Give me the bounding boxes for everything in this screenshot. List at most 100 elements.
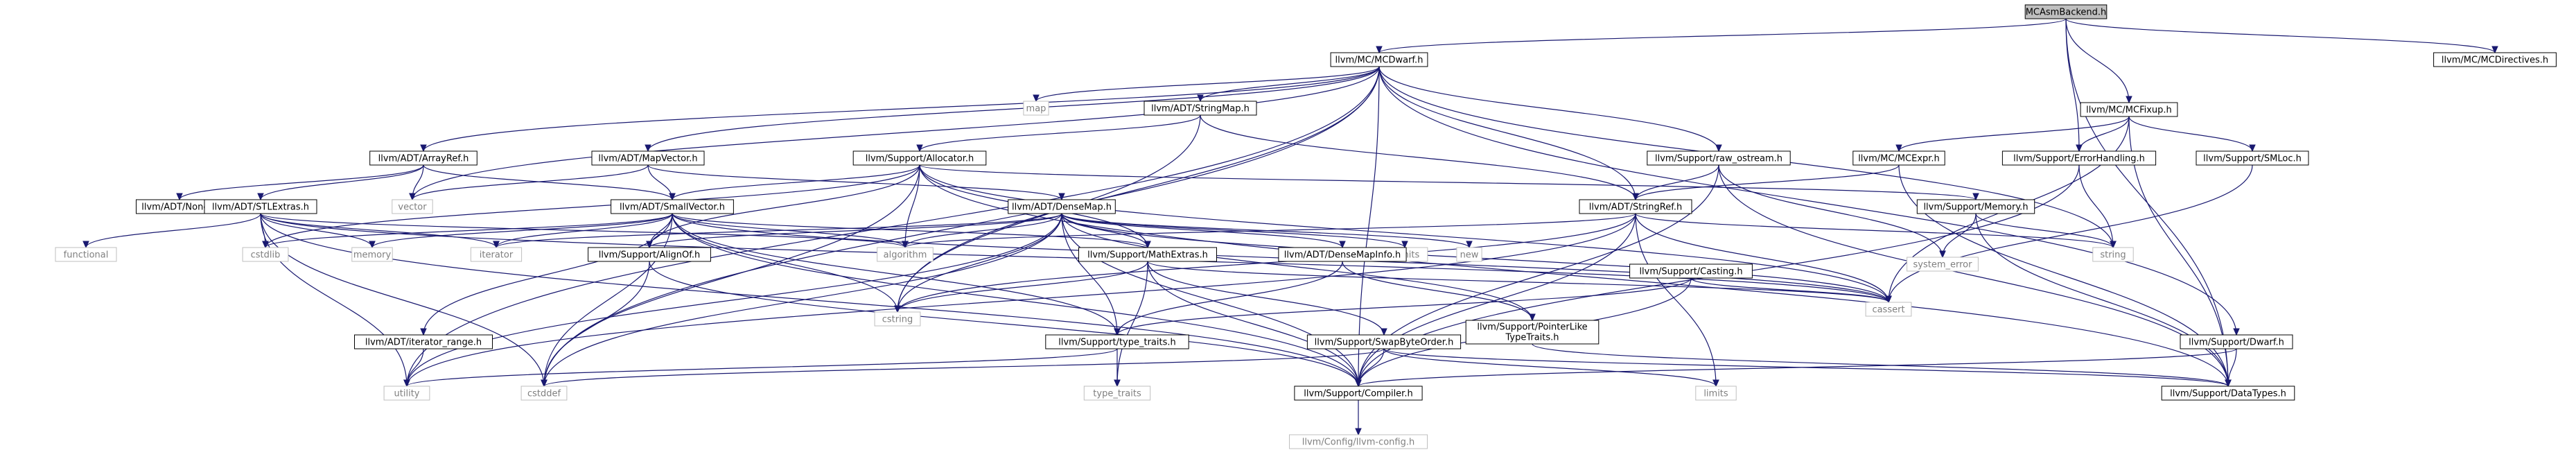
graph-node-stlextras[interactable]: llvm/ADT/STLExtras.h [204, 199, 317, 214]
edge-mapvector-to-vector [412, 164, 649, 200]
edge-densemap-to-cstddef [543, 213, 1062, 387]
graph-node-smallvector[interactable]: llvm/ADT/SmallVector.h [611, 199, 734, 214]
node-label: llvm/Support/Allocator.h [866, 154, 974, 164]
graph-node-mcfixup[interactable]: llvm/MC/MCFixup.h [2080, 102, 2178, 117]
edge-mcdwarf-to-supportdwarf [1378, 66, 2237, 336]
graph-node-swapbyteorder[interactable]: llvm/Support/SwapByteOrder.h [1306, 334, 1462, 349]
edge-arrowhead [1972, 193, 1979, 201]
graph-node-mathextras[interactable]: llvm/Support/MathExtras.h [1078, 247, 1217, 262]
node-box [2001, 150, 2157, 166]
node-box [1008, 199, 1116, 214]
edge-arrowhead [2110, 241, 2117, 249]
graph-node-memory_std: memory [351, 247, 393, 262]
edge-arrowhead [902, 241, 909, 249]
node-box [1306, 334, 1462, 349]
node-box [611, 199, 734, 214]
edge-mcasmbackend-to-mcfixup [2065, 18, 2130, 103]
node-box [2092, 247, 2134, 262]
graph-node-datatypes[interactable]: llvm/Support/DataTypes.h [2161, 386, 2295, 401]
node-box [2024, 4, 2108, 19]
edge-densemap-to-densemapinfo [1061, 213, 1343, 248]
graph-node-compiler[interactable]: llvm/Support/Compiler.h [1294, 386, 1423, 401]
node-box [2196, 150, 2309, 166]
graph-node-mcasmbackend[interactable]: MCAsmBackend.h [2024, 4, 2108, 19]
graph-node-memory[interactable]: llvm/Support/Memory.h [1916, 199, 2035, 214]
node-label: llvm/Support/ErrorHandling.h [2013, 154, 2145, 164]
edge-allocator-to-cstddef [543, 164, 920, 387]
graph-node-mcdwarf[interactable]: llvm/MC/MCDwarf.h [1330, 52, 1428, 67]
graph-node-casting[interactable]: llvm/Support/Casting.h [1629, 263, 1753, 279]
node-box [55, 247, 117, 262]
edge-stlextras-to-utility [260, 213, 408, 387]
node-label: cassert [1872, 305, 1904, 315]
edge-arrowhead [541, 379, 547, 388]
edge-allocator-to-memory [919, 164, 1977, 200]
edge-stringref-to-limits [1635, 213, 1717, 387]
edge-mcfixup-to-smloc [2128, 116, 2253, 152]
graph-node-alignof[interactable]: llvm/Support/AlignOf.h [588, 247, 711, 262]
graph-node-stringmap[interactable]: llvm/ADT/StringMap.h [1144, 101, 1257, 116]
node-box [1916, 199, 2035, 214]
graph-node-llvmconfig: llvm/Config/llvm-config.h [1289, 434, 1428, 449]
edge-arrowhead [1632, 193, 1639, 201]
graph-node-mapvector[interactable]: llvm/ADT/MapVector.h [591, 150, 705, 166]
graph-node-mcexpr[interactable]: llvm/MC/MCExpr.h [1852, 150, 1945, 166]
node-box [1023, 101, 1049, 116]
edge-arrowhead [403, 379, 410, 388]
node-box [392, 199, 433, 214]
graph-node-smloc[interactable]: llvm/Support/SMLoc.h [2196, 150, 2309, 166]
graph-node-allocator[interactable]: llvm/Support/Allocator.h [852, 150, 987, 166]
node-label: limits [1703, 389, 1728, 399]
edge-arrowhead [1529, 313, 1536, 322]
node-box [470, 247, 523, 262]
edge-stlextras-to-cstddef [260, 213, 545, 387]
node-box [520, 386, 568, 401]
graph-node-arrayref[interactable]: llvm/ADT/ArrayRef.h [369, 150, 477, 166]
node-label: vector [398, 202, 427, 213]
node-label: llvm/Support/type_traits.h [1058, 338, 1176, 348]
edge-arrowhead [176, 193, 183, 201]
node-box [383, 386, 430, 401]
graph-node-errorhandling[interactable]: llvm/Support/ErrorHandling.h [2001, 150, 2157, 166]
edge-densemap-to-pointerlike [1061, 213, 1533, 321]
node-label: llvm/ADT/STLExtras.h [212, 202, 309, 213]
node-label: llvm/Support/Compiler.h [1304, 389, 1412, 399]
graph-node-mcdirectives[interactable]: llvm/MC/MCDirectives.h [2433, 52, 2557, 67]
node-box [204, 199, 317, 214]
graph-node-none[interactable]: llvm/ADT/None.h [136, 199, 223, 214]
node-label: llvm/MC/MCDwarf.h [1335, 55, 1423, 66]
graph-node-densemap[interactable]: llvm/ADT/DenseMap.h [1008, 199, 1116, 214]
node-box [874, 311, 921, 327]
edge-arrowhead [1114, 379, 1121, 388]
graph-node-iterator_range[interactable]: llvm/ADT/iterator_range.h [354, 334, 493, 349]
edge-mcdwarf-to-stringref [1378, 66, 1636, 200]
graph-node-typetraits[interactable]: llvm/Support/type_traits.h [1045, 334, 1189, 349]
node-box [1579, 199, 1692, 214]
graph-node-stringref[interactable]: llvm/ADT/StringRef.h [1579, 199, 1692, 214]
node-label: llvm/Config/llvm-config.h [1302, 438, 1414, 448]
edge-arrayref-to-smallvector [423, 164, 673, 200]
graph-node-utility: utility [383, 386, 430, 401]
graph-node-supportdwarf[interactable]: llvm/Support/Dwarf.h [2180, 334, 2293, 349]
edge-arrowhead [1712, 379, 1719, 388]
node-label: llvm/Support/DataTypes.h [2170, 389, 2286, 399]
edge-mcdwarf-to-vector [412, 66, 1380, 200]
edge-arrowhead [1058, 193, 1065, 201]
edge-memory-to-datatypes [1975, 213, 2229, 387]
graph-node-rawostream[interactable]: llvm/Support/raw_ostream.h [1647, 150, 1791, 166]
node-label: llvm/MC/MCFixup.h [2086, 105, 2172, 116]
edge-allocator-to-cassert [919, 164, 1889, 303]
node-box [1078, 247, 1217, 262]
edge-stringref-to-utility [406, 213, 1636, 387]
edge-mathextras-to-type_traits_std [1116, 261, 1148, 387]
edge-arrowhead [257, 193, 264, 201]
edge-pointerlike-to-datatypes [1532, 343, 2229, 387]
graph-node-densemapinfo[interactable]: llvm/ADT/DenseMapInfo.h [1278, 247, 1407, 262]
edge-rawostream-to-system_error [1718, 164, 1943, 258]
edge-stringmap-to-allocator [919, 114, 1201, 152]
edge-mcdwarf-to-arrayref [423, 66, 1380, 152]
edge-mcexpr-to-stringref [1635, 164, 1900, 200]
edge-arrowhead [1033, 94, 1040, 103]
node-label: llvm/ADT/MapVector.h [598, 154, 697, 164]
